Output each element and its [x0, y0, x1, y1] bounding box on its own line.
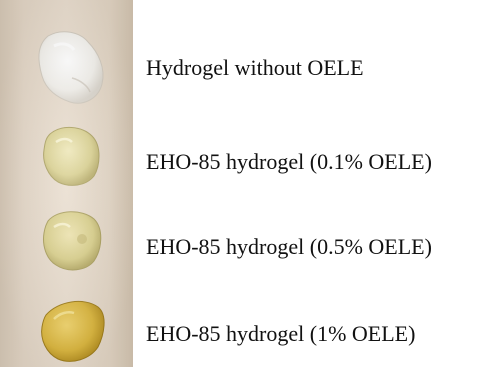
label-eho85-0-1-oele: EHO-85 hydrogel (0.1% OELE) [146, 149, 432, 174]
label-eho85-0-5-oele: EHO-85 hydrogel (0.5% OELE) [146, 234, 432, 259]
hydrogel-blob-0-5 [43, 211, 102, 271]
label-eho85-1-oele: EHO-85 hydrogel (1% OELE) [146, 321, 416, 346]
hydrogel-blob-1 [41, 300, 105, 362]
hydrogel-blob-clear [38, 31, 104, 104]
label-hydrogel-without-oele: Hydrogel without OELE [146, 55, 364, 80]
sample-photo [0, 0, 133, 367]
hydrogel-blob-0-1 [43, 127, 100, 186]
